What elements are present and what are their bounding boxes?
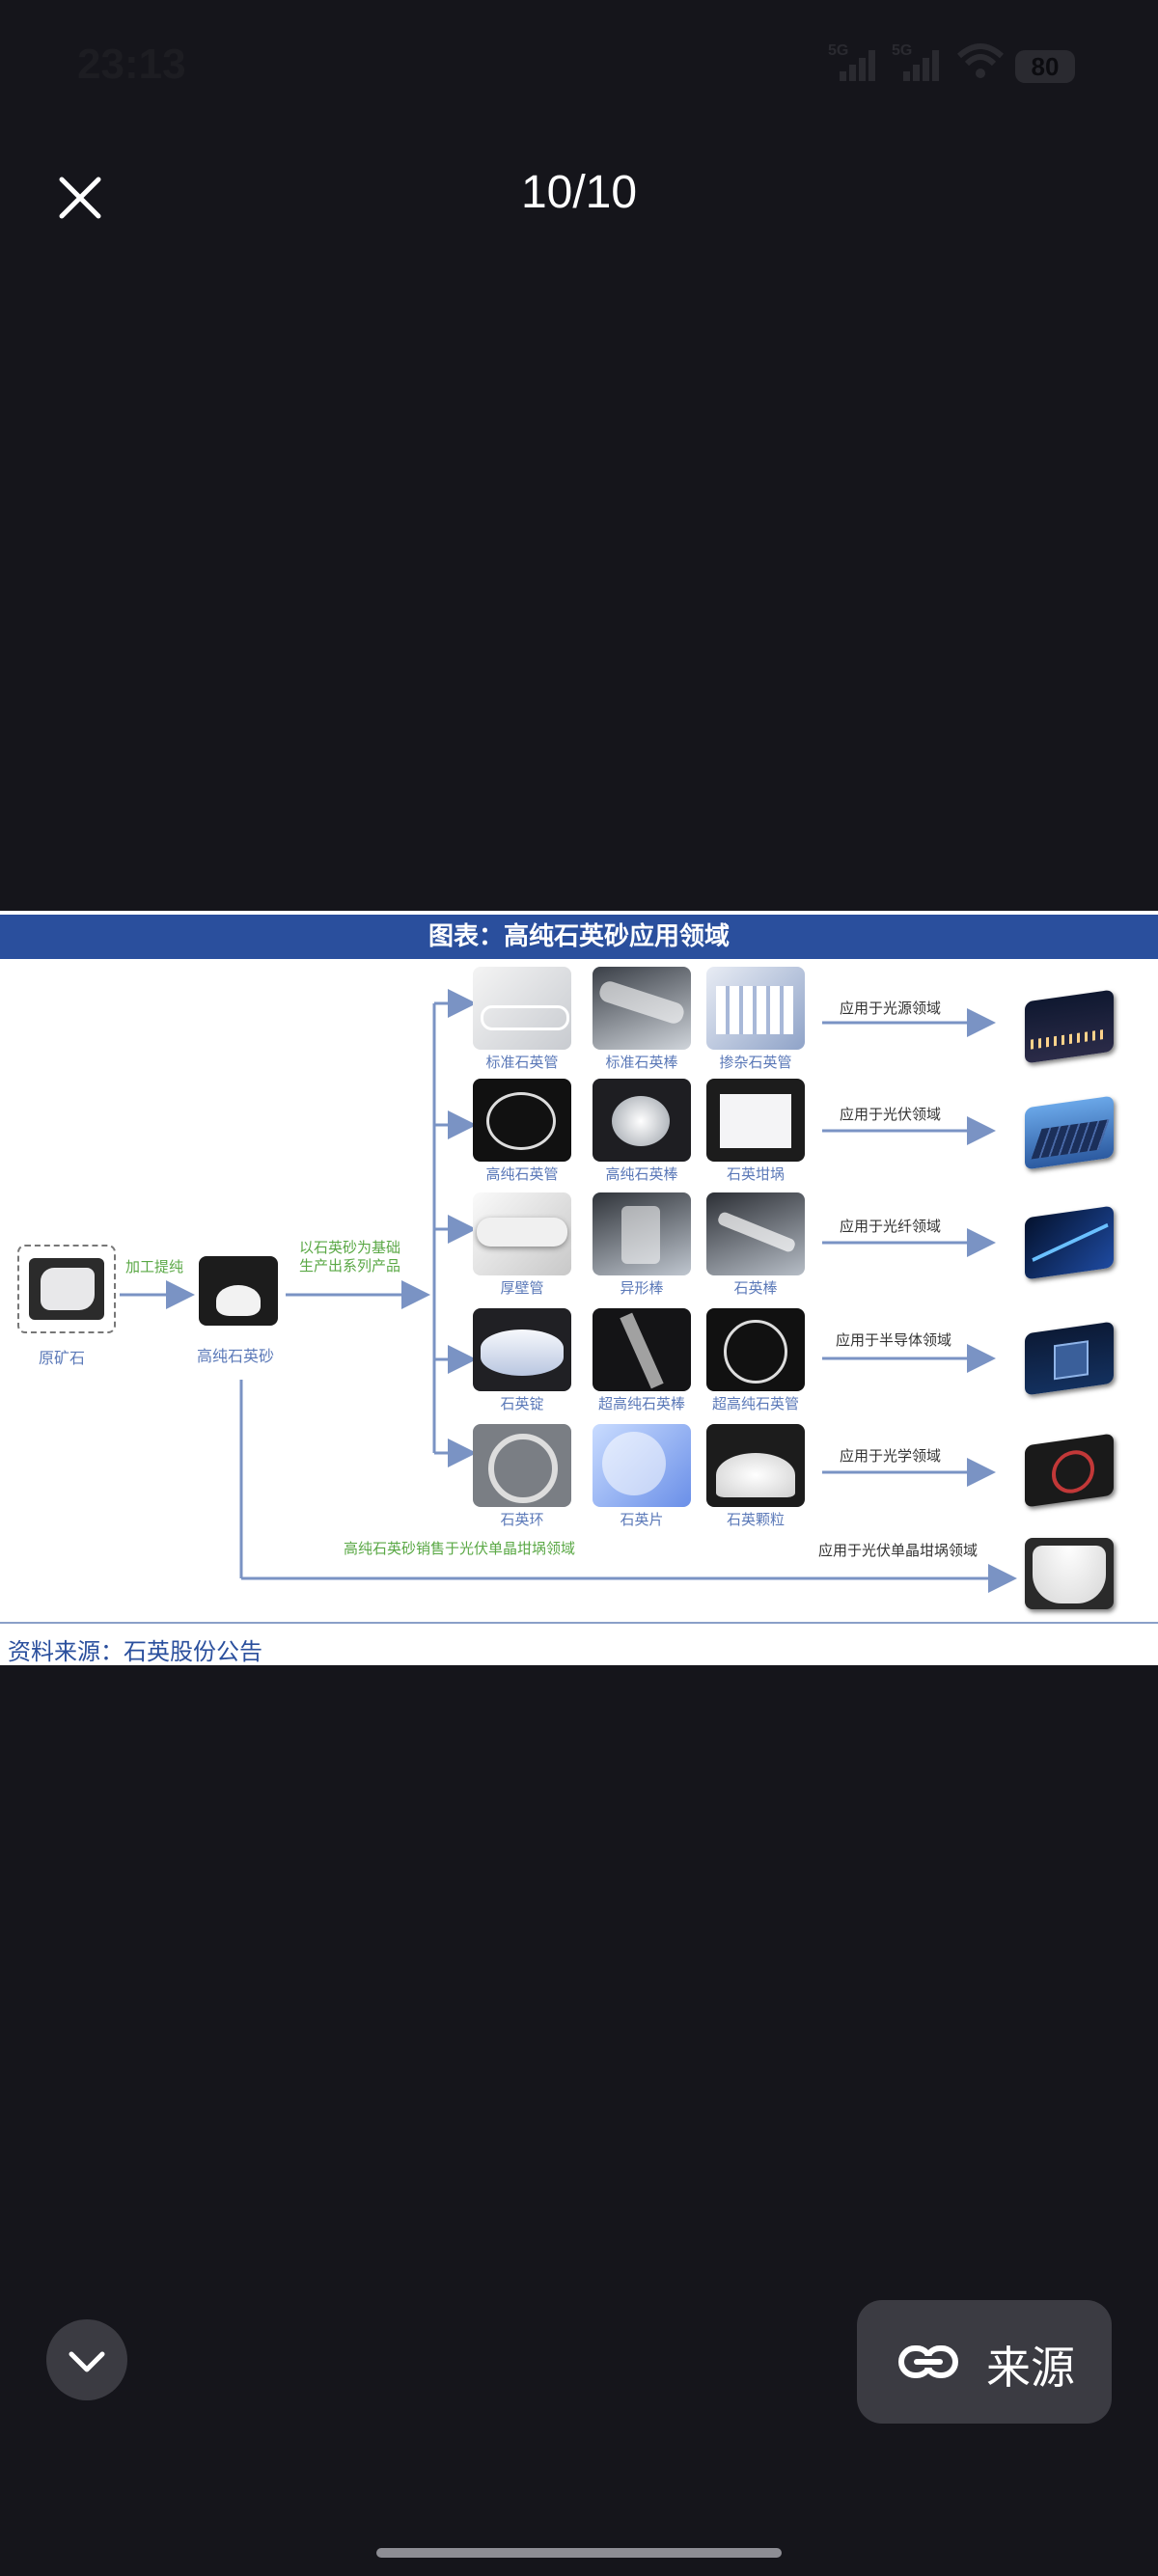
home-indicator[interactable] <box>376 2548 782 2558</box>
product-tile <box>593 1308 691 1391</box>
product-label: 石英环 <box>500 1511 544 1528</box>
product-label: 高纯石英管 <box>485 1165 559 1183</box>
product-label: 标准石英棒 <box>605 1054 678 1071</box>
figure-image[interactable]: 图表：高纯石英砂应用领域 <box>0 911 1158 1665</box>
figure-title: 图表：高纯石英砂应用领域 <box>0 915 1158 959</box>
product-label: 高纯石英棒 <box>605 1165 678 1183</box>
application-label-crucible: 应用于光伏单晶坩埚领域 <box>818 1542 979 1559</box>
product-label: 石英棒 <box>733 1279 778 1297</box>
signal-icon-sim1: 5G <box>828 42 878 81</box>
source-button-label: 来源 <box>986 2342 1075 2394</box>
product-label: 超高纯石英管 <box>711 1395 799 1412</box>
bottom-flow-label: 高纯石英砂销售于光伏单晶坩埚领域 <box>344 1540 576 1557</box>
flow-arrows <box>0 989 1158 1624</box>
product-tile <box>706 1079 805 1162</box>
collapse-button[interactable] <box>46 2319 127 2400</box>
product-label: 厚壁管 <box>500 1279 544 1297</box>
product-label: 标准石英管 <box>485 1054 559 1071</box>
optics-lens-image <box>1025 1433 1114 1508</box>
product-tile <box>706 1308 805 1391</box>
quartz-sand-image <box>199 1256 278 1326</box>
application-label-optical-fiber: 应用于光纤领域 <box>840 1218 942 1235</box>
raw-ore-image <box>17 1245 116 1333</box>
product-tile <box>593 1192 691 1275</box>
application-label-semiconductor: 应用于半导体领域 <box>836 1331 952 1349</box>
sim1-network-label: 5G <box>828 42 849 59</box>
application-label-light-source: 应用于光源领域 <box>840 1000 942 1017</box>
semiconductor-chip-image <box>1025 1321 1114 1396</box>
solar-panel-image <box>1025 1095 1114 1170</box>
product-label: 超高纯石英棒 <box>597 1395 685 1412</box>
product-tile <box>706 1192 805 1275</box>
product-tile <box>706 967 805 1050</box>
product-label: 掺杂石英管 <box>719 1054 792 1071</box>
product-tile <box>473 1192 571 1275</box>
product-label: 石英片 <box>620 1511 664 1528</box>
figure-source: 资料来源：石英股份公告 <box>8 1638 262 1665</box>
product-label: 异形棒 <box>620 1279 664 1297</box>
battery-indicator: 80 <box>1015 50 1075 83</box>
application-label-optics: 应用于光学领域 <box>840 1447 942 1465</box>
quartz-sand-label: 高纯石英砂 <box>197 1347 275 1365</box>
product-label: 石英颗粒 <box>726 1511 785 1528</box>
wifi-icon <box>956 43 1005 78</box>
base-label-line1: 以石英砂为基础 <box>299 1239 401 1256</box>
light-source-image <box>1025 989 1114 1064</box>
close-icon[interactable] <box>56 174 104 222</box>
application-label-photovoltaic: 应用于光伏领域 <box>840 1106 942 1123</box>
product-tile <box>593 967 691 1050</box>
signal-icon-sim2: 5G <box>892 42 942 81</box>
chevron-down-icon <box>69 2351 105 2372</box>
product-tile <box>706 1424 805 1507</box>
product-tile <box>473 1079 571 1162</box>
product-tile <box>593 1079 691 1162</box>
status-time: 23:13 <box>77 41 186 88</box>
process-label: 加工提纯 <box>125 1258 184 1275</box>
product-label: 石英坩埚 <box>726 1165 785 1183</box>
base-label: 以石英砂为基础 生产出系列产品 <box>299 1239 400 1275</box>
product-tile <box>593 1424 691 1507</box>
product-label: 石英锭 <box>500 1395 544 1412</box>
image-counter: 10/10 <box>520 167 638 218</box>
source-button[interactable]: 来源 <box>857 2300 1112 2424</box>
quartz-crucible-image <box>1025 1538 1114 1609</box>
product-tile <box>473 967 571 1050</box>
sim2-network-label: 5G <box>892 42 913 59</box>
product-tile <box>473 1424 571 1507</box>
link-icon <box>898 2345 958 2378</box>
status-bar: 23:13 5G 5G 80 <box>0 0 1158 135</box>
optical-fiber-image <box>1025 1205 1114 1280</box>
base-label-line2: 生产出系列产品 <box>299 1257 401 1274</box>
raw-ore-label: 原矿石 <box>39 1349 86 1367</box>
product-tile <box>473 1308 571 1391</box>
